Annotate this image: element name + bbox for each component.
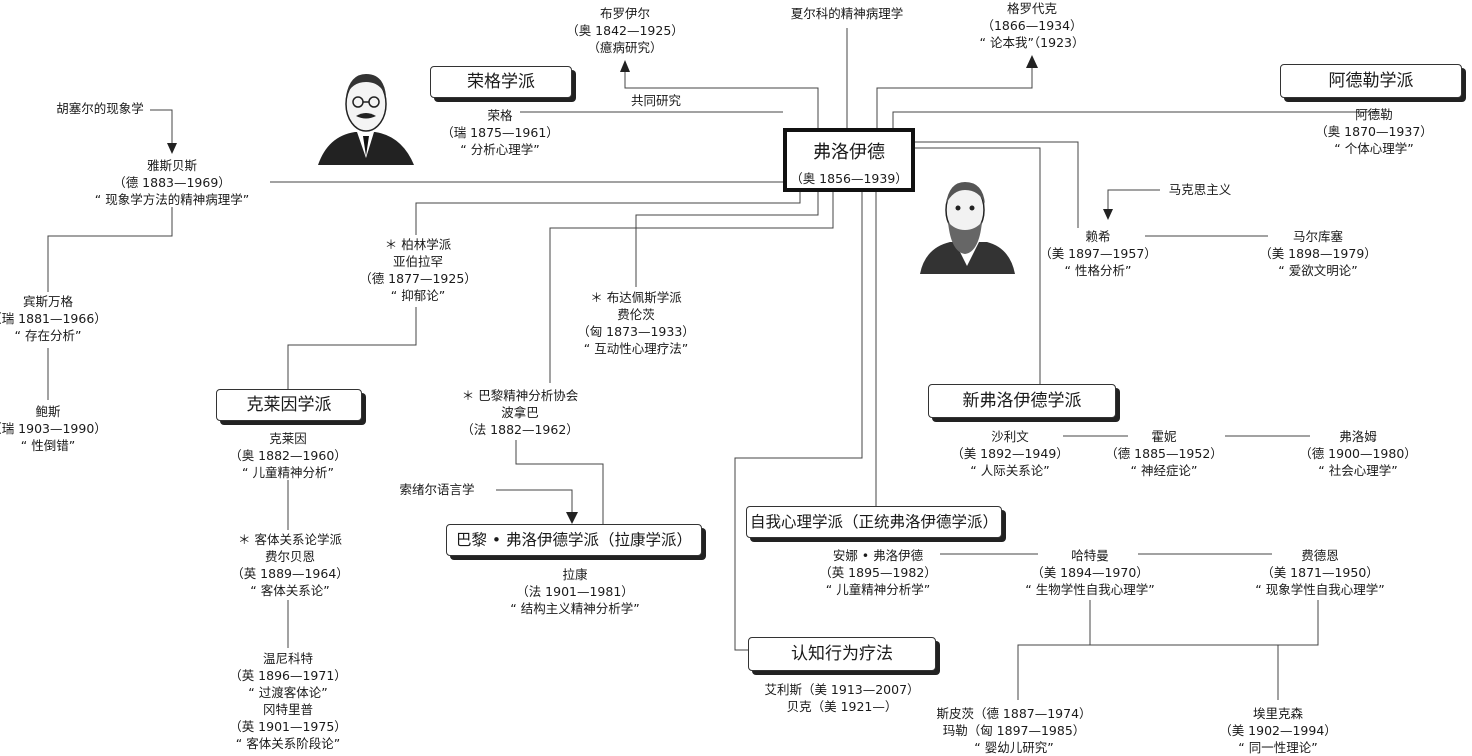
reich-node: 赖希（美 1897—1957）“ 性格分析” xyxy=(1039,229,1157,278)
berlin-school-node: ＊ 柏林学派亚伯拉罕（德 1877—1925）“ 抑郁论” xyxy=(359,237,477,303)
lacan-node: 拉康（法 1901—1981）“ 结构主义精神分析学” xyxy=(510,567,640,616)
charcot-node: 夏尔科的精神病理学 xyxy=(790,6,904,21)
budapest-school-node: ＊ 布达佩斯学派费伦茨（匈 1873—1933）“ 互动性心理疗法” xyxy=(577,290,695,356)
saussure-node: 索绪尔语言学 xyxy=(399,482,475,497)
school-jung: 荣格学派 xyxy=(430,66,572,98)
freud-name: 弗洛伊德 xyxy=(813,142,885,163)
paris-society-node: ＊ 巴黎精神分析协会波拿巴（法 1882—1962） xyxy=(461,388,579,437)
school-ego-psychology: 自我心理学派（正统弗洛伊德学派） xyxy=(746,506,1002,538)
sullivan-node: 沙利文（美 1892—1949）“ 人际关系论” xyxy=(951,429,1069,478)
school-klein: 克莱因学派 xyxy=(216,389,362,421)
binswanger-node: 宾斯万格（瑞 1881—1966）“ 存在分析” xyxy=(0,294,107,343)
school-cbt: 认知行为疗法 xyxy=(748,637,936,671)
freud-center-node: 弗洛伊德 （奥 1856—1939） xyxy=(783,128,915,192)
jaspers-node: 雅斯贝斯（德 1883—1969）“ 现象学方法的精神病理学” xyxy=(94,158,250,207)
school-paris-lacan: 巴黎 • 弗洛伊德学派（拉康学派） xyxy=(446,524,702,556)
fromm-node: 弗洛姆（德 1900—1980）“ 社会心理学” xyxy=(1299,429,1417,478)
groddeck-node: 格罗代克（1866—1934）“ 论本我”（1923） xyxy=(979,1,1085,50)
hartmann-node: 哈特曼（美 1894—1970）“ 生物学性自我心理学” xyxy=(1025,548,1155,597)
anna-freud-node: 安娜 • 弗洛伊德（英 1895—1982）“ 儿童精神分析学” xyxy=(819,548,937,597)
husserl-node: 胡塞尔的现象学 xyxy=(56,101,144,116)
school-adler: 阿德勒学派 xyxy=(1280,64,1462,98)
marxism-node: 马克思主义 xyxy=(1168,182,1232,197)
breuer-node: 布罗伊尔（奥 1842—1925）（癔病研究） xyxy=(566,6,684,55)
adler-node: 阿德勒（奥 1870—1937）“ 个体心理学” xyxy=(1315,107,1433,156)
federn-node: 费德恩（美 1871—1950）“ 现象学性自我心理学” xyxy=(1255,548,1385,597)
marcuse-node: 马尔库塞（美 1898—1979）“ 爱欲文明论” xyxy=(1259,229,1377,278)
object-relations-node: ＊ 客体关系论学派费尔贝恩（英 1889—1964）“ 客体关系论” xyxy=(231,532,349,598)
spitz-mahler-node: 斯皮茨（德 1887—1974）玛勒（匈 1897—1985）“ 婴幼儿研究” xyxy=(936,706,1092,755)
jung-node: 荣格（瑞 1875—1961）“ 分析心理学” xyxy=(441,108,559,157)
klein-node: 克莱因（奥 1882—1960）“ 儿童精神分析” xyxy=(229,431,347,480)
erikson-node: 埃里克森（美 1902—1994）“ 同一性理论” xyxy=(1219,706,1337,755)
winnicott-guntrip-node: 温尼科特（英 1896—1971）“ 过渡客体论”冈特里普（英 1901—197… xyxy=(229,651,347,751)
cbt-people-node: 艾利斯（美 1913—2007）贝克（美 1921—） xyxy=(764,682,920,714)
freud-dates: （奥 1856—1939） xyxy=(790,171,908,186)
cowork-label: 共同研究 xyxy=(630,93,682,108)
freud-portrait xyxy=(920,182,1015,274)
jung-portrait xyxy=(318,74,414,165)
school-neo-freudian: 新弗洛伊德学派 xyxy=(928,384,1116,418)
boss-node: 鲍斯（瑞 1903—1990）“ 性倒错” xyxy=(0,404,107,453)
horney-node: 霍妮（德 1885—1952）“ 神经症论” xyxy=(1105,429,1223,478)
